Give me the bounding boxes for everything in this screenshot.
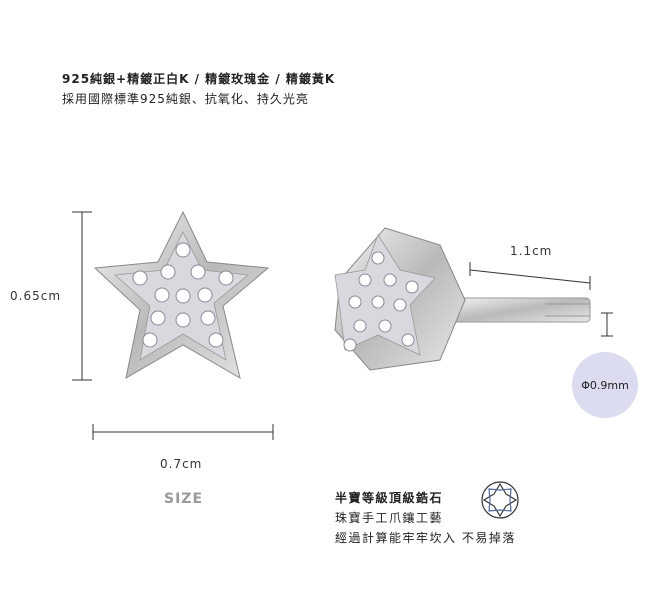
- material-heading: 925純銀+精鍍正白K / 精鍍玫瑰金 / 精鍍黃K: [62, 72, 336, 86]
- post-diameter-badge: Φ0.9mm: [572, 352, 638, 418]
- width-label: 0.7cm: [160, 457, 203, 471]
- post-length-label: 1.1cm: [510, 244, 553, 258]
- height-label: 0.65cm: [10, 289, 62, 303]
- size-label: SIZE: [164, 491, 204, 507]
- post-diameter-label: Φ0.9mm: [581, 378, 629, 392]
- feature-line: 半寶等級頂級鋯石: [335, 491, 444, 505]
- feature-line: 珠寶手工爪鑲工藝: [335, 511, 444, 525]
- earring-side-view: [334, 227, 591, 371]
- material-subheading: 採用國際標準925純銀、抗氧化、持久光亮: [62, 92, 309, 106]
- earring-front-view: [93, 210, 270, 380]
- dimension-lines: [72, 211, 613, 440]
- feature-line: 經過計算能牢牢坎入 不易掉落: [335, 531, 516, 545]
- diamond-icon: [481, 481, 519, 519]
